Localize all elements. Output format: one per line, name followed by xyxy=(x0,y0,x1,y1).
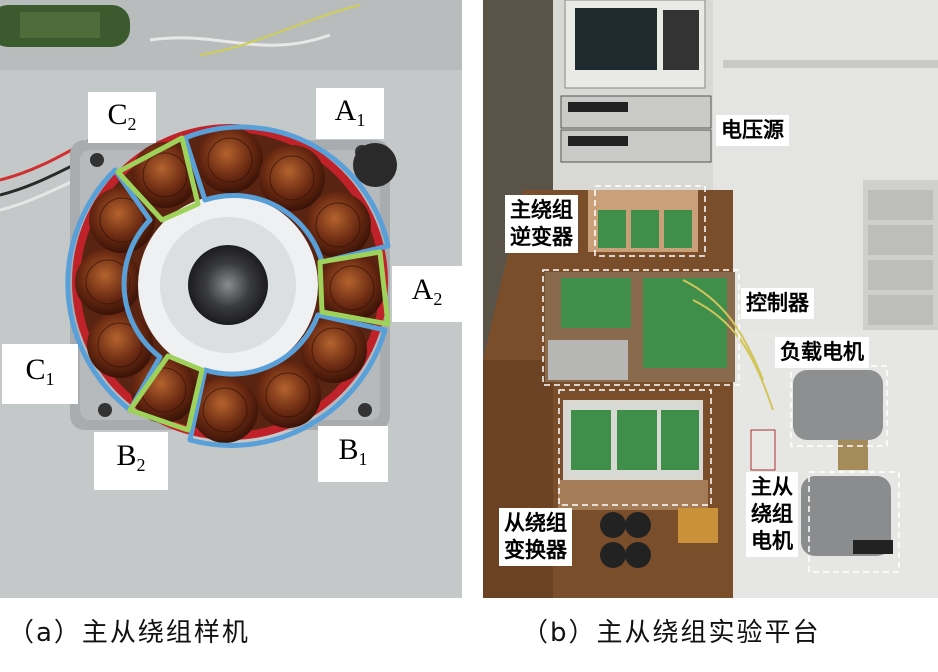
label-ps-motor-line3: 电机 xyxy=(751,529,793,553)
label-a2: A2 xyxy=(392,266,462,322)
label-c2-main: C xyxy=(107,98,128,131)
label-voltage-source: 电压源 xyxy=(716,115,789,146)
label-b1-main: B xyxy=(338,433,359,466)
label-c1: C1 xyxy=(2,344,78,404)
label-a2-sub: 2 xyxy=(433,289,443,309)
label-b1-sub: 1 xyxy=(358,449,368,469)
motor-prototype-photo: C2 A1 A2 C1 B2 B1 xyxy=(0,0,462,598)
label-secondary-converter: 从绕组 变换器 xyxy=(499,508,572,566)
label-c2-sub: 2 xyxy=(127,114,137,134)
label-a1-main: A xyxy=(334,94,357,127)
label-c1-main: C xyxy=(25,353,46,386)
label-b2-main: B xyxy=(116,439,137,472)
label-secondary-converter-line1: 从绕组 xyxy=(504,511,567,535)
label-c2: C2 xyxy=(88,92,156,143)
label-primary-inverter-line1: 主绕组 xyxy=(510,198,573,222)
experiment-platform-photo: 电压源 主绕组 逆变器 控制器 负载电机 主从 绕组 电机 从绕组 变换器 xyxy=(483,0,938,598)
label-ps-motor-line1: 主从 xyxy=(751,475,793,499)
caption-panel-b: （b）主从绕组实验平台 xyxy=(522,618,821,648)
label-primary-inverter-line2: 逆变器 xyxy=(510,225,573,249)
label-a1-sub: 1 xyxy=(356,110,366,130)
label-a1: A1 xyxy=(316,88,384,139)
caption-panel-a: （a）主从绕组样机 xyxy=(8,618,250,648)
label-load-motor: 负载电机 xyxy=(775,337,869,368)
label-secondary-converter-line2: 变换器 xyxy=(504,538,567,562)
platform-illustration xyxy=(483,0,938,598)
label-b2-sub: 2 xyxy=(136,455,146,475)
label-a2-main: A xyxy=(411,273,434,306)
label-primary-inverter: 主绕组 逆变器 xyxy=(505,195,578,253)
label-b1: B1 xyxy=(318,426,388,482)
label-c1-sub: 1 xyxy=(45,369,55,389)
label-primary-secondary-motor: 主从 绕组 电机 xyxy=(746,472,798,557)
label-b2: B2 xyxy=(94,432,168,490)
label-controller: 控制器 xyxy=(741,288,814,319)
motor-illustration xyxy=(0,0,462,598)
label-ps-motor-line2: 绕组 xyxy=(751,502,793,526)
